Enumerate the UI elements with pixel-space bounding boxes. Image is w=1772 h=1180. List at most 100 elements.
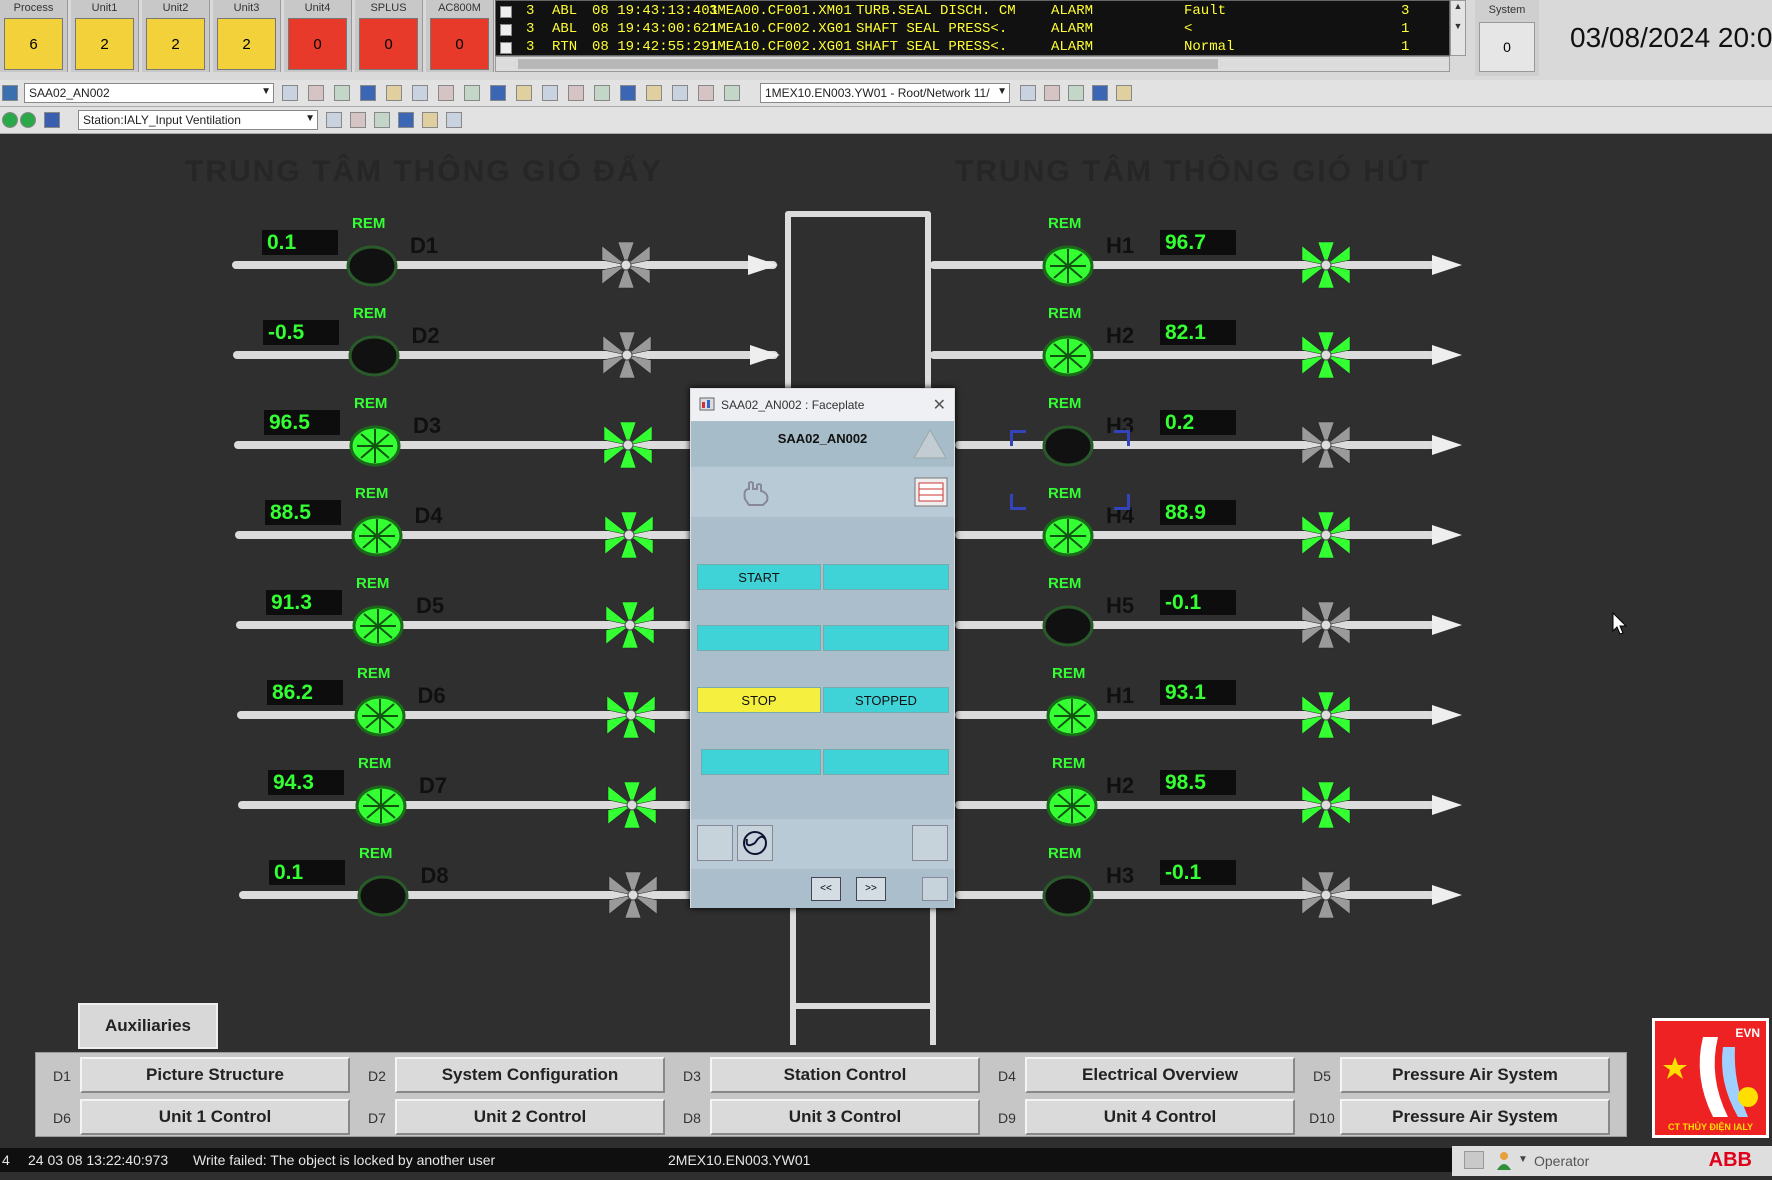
alarm-ack-checkbox[interactable] bbox=[500, 6, 512, 18]
toolbar-tool-icon[interactable] bbox=[568, 85, 584, 101]
fan-d8-icon[interactable] bbox=[605, 870, 661, 920]
enter-icon[interactable] bbox=[912, 825, 948, 861]
fan-h2-icon[interactable] bbox=[1298, 780, 1354, 830]
manual-icon[interactable] bbox=[697, 825, 733, 861]
system-tile[interactable]: System 0 bbox=[1475, 0, 1539, 76]
path-select[interactable]: 1MEX10.EN003.YW01 - Root/Network 11/▼ bbox=[760, 83, 1010, 103]
nav-button-d1[interactable]: Picture Structure bbox=[80, 1057, 350, 1093]
prev-faceplate-button[interactable]: << bbox=[811, 877, 841, 901]
toolbar-tool-icon[interactable] bbox=[490, 85, 506, 101]
damper-h3[interactable] bbox=[1298, 420, 1354, 470]
motor-d2[interactable] bbox=[348, 335, 400, 377]
motor-d5[interactable] bbox=[352, 605, 404, 647]
motor-d1[interactable] bbox=[346, 245, 398, 287]
faceplate-titlebar[interactable]: SAA02_AN002 : Faceplate ✕ bbox=[691, 389, 954, 421]
damper-h1[interactable] bbox=[1298, 240, 1354, 290]
motor-h3[interactable] bbox=[1042, 875, 1094, 917]
motor-h1-icon[interactable] bbox=[1042, 245, 1094, 287]
motor-h3[interactable] bbox=[1042, 425, 1094, 467]
toolbar-tool-icon[interactable] bbox=[594, 85, 610, 101]
fan-d3-icon[interactable] bbox=[600, 420, 656, 470]
toolbar-tool-icon[interactable] bbox=[282, 85, 298, 101]
blank-button-1[interactable] bbox=[697, 625, 821, 651]
alarm-list-scrollbar[interactable]: ▲▼ bbox=[1450, 0, 1466, 56]
motor-h5-icon[interactable] bbox=[1042, 605, 1094, 647]
motor-h2[interactable] bbox=[1042, 335, 1094, 377]
damper-d2[interactable] bbox=[599, 330, 655, 380]
motor-d5-icon[interactable] bbox=[352, 605, 404, 647]
motor-d6-icon[interactable] bbox=[354, 695, 406, 737]
object-select[interactable]: SAA02_AN002▼ bbox=[24, 83, 274, 103]
toolbar-tool-icon[interactable] bbox=[1116, 85, 1132, 101]
fan-h5-icon[interactable] bbox=[1298, 600, 1354, 650]
damper-h5[interactable] bbox=[1298, 600, 1354, 650]
close-icon[interactable]: ✕ bbox=[932, 397, 946, 414]
fan-d1-icon[interactable] bbox=[598, 240, 654, 290]
fan-h2-icon[interactable] bbox=[1298, 330, 1354, 380]
damper-h3[interactable] bbox=[1298, 870, 1354, 920]
fan-h1-icon[interactable] bbox=[1298, 240, 1354, 290]
damper-h2[interactable] bbox=[1298, 780, 1354, 830]
nav-button-d3[interactable]: Station Control bbox=[710, 1057, 980, 1093]
alarm-list-hscrollbar[interactable] bbox=[495, 56, 1450, 72]
nav-button-d7[interactable]: Unit 2 Control bbox=[395, 1099, 665, 1135]
pin-icon[interactable] bbox=[922, 877, 948, 901]
trend-display-icon[interactable] bbox=[914, 477, 948, 507]
damper-d1[interactable] bbox=[598, 240, 654, 290]
damper-h2[interactable] bbox=[1298, 330, 1354, 380]
stop-button[interactable]: STOP bbox=[697, 687, 821, 713]
fan-d5-icon[interactable] bbox=[602, 600, 658, 650]
fan-h3-icon[interactable] bbox=[1298, 420, 1354, 470]
toolbar-tool-icon[interactable] bbox=[1092, 85, 1108, 101]
hand-mode-icon[interactable] bbox=[739, 479, 775, 507]
toolbar-tool-icon[interactable] bbox=[620, 85, 636, 101]
motor-d7[interactable] bbox=[355, 785, 407, 827]
next-faceplate-button[interactable]: >> bbox=[856, 877, 886, 901]
motor-h1[interactable] bbox=[1046, 695, 1098, 737]
motor-h5[interactable] bbox=[1042, 605, 1094, 647]
damper-d4[interactable] bbox=[601, 510, 657, 560]
back-icon[interactable] bbox=[2, 85, 18, 101]
toolbar-tool-icon[interactable] bbox=[1068, 85, 1084, 101]
workstation-icon[interactable] bbox=[44, 112, 60, 128]
fan-mode-icon[interactable] bbox=[737, 825, 773, 861]
toolbar-tool-icon[interactable] bbox=[360, 85, 376, 101]
motor-d8-icon[interactable] bbox=[357, 875, 409, 917]
motor-h2[interactable] bbox=[1046, 785, 1098, 827]
fan-h1-icon[interactable] bbox=[1298, 690, 1354, 740]
toolbar-tool-icon[interactable] bbox=[412, 85, 428, 101]
toolbar-tool-icon[interactable] bbox=[308, 85, 324, 101]
toolbar-tool-icon[interactable] bbox=[334, 85, 350, 101]
damper-h1[interactable] bbox=[1298, 690, 1354, 740]
damper-h4[interactable] bbox=[1298, 510, 1354, 560]
motor-h3-icon[interactable] bbox=[1042, 425, 1094, 467]
damper-d3[interactable] bbox=[600, 420, 656, 470]
fan-d2-icon[interactable] bbox=[599, 330, 655, 380]
fan-d6-icon[interactable] bbox=[603, 690, 659, 740]
toolbar-tool-icon[interactable] bbox=[422, 112, 438, 128]
nav-button-d9[interactable]: Unit 4 Control bbox=[1025, 1099, 1295, 1135]
toolbar-tool-icon[interactable] bbox=[646, 85, 662, 101]
motor-h2-icon[interactable] bbox=[1042, 335, 1094, 377]
motor-h3-icon[interactable] bbox=[1042, 875, 1094, 917]
fan-h4-icon[interactable] bbox=[1298, 510, 1354, 560]
toolbar-tool-icon[interactable] bbox=[398, 112, 414, 128]
motor-d4[interactable] bbox=[351, 515, 403, 557]
toolbar-tool-icon[interactable] bbox=[374, 112, 390, 128]
faceplate-window[interactable]: SAA02_AN002 : Faceplate ✕ SAA02_AN002 ST… bbox=[690, 388, 955, 908]
nav-button-d5[interactable]: Pressure Air System bbox=[1340, 1057, 1610, 1093]
motor-d2-icon[interactable] bbox=[348, 335, 400, 377]
keyboard-icon[interactable] bbox=[1464, 1151, 1484, 1169]
toolbar-tool-icon[interactable] bbox=[386, 85, 402, 101]
